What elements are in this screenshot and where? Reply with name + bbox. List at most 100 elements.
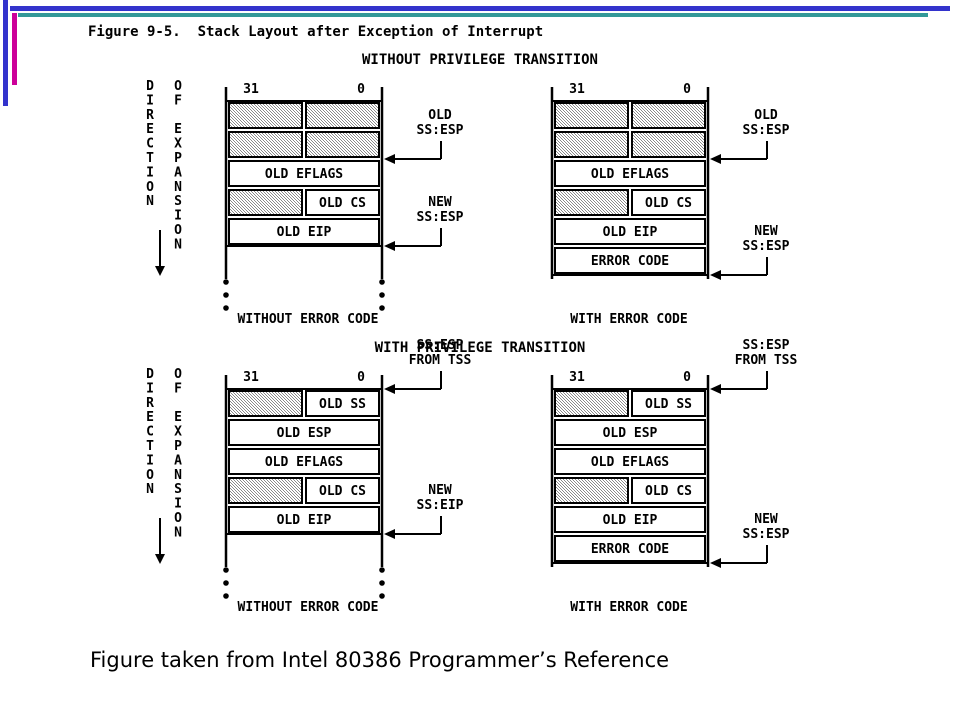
bit-label-31: 31 (569, 370, 585, 385)
pointer-label: SS:ESP (743, 338, 790, 353)
stack-cell-reserved (228, 102, 303, 129)
stack-cell-label: OLD SS (319, 397, 366, 412)
stack-cell-label: OLD EIP (277, 513, 332, 528)
direction-letter: I (174, 209, 182, 224)
direction-letter: C (146, 137, 154, 152)
stack-caption: WITHOUT ERROR CODE (238, 600, 379, 615)
direction-letter: I (174, 497, 182, 512)
stack-cell-reserved (554, 477, 629, 504)
direction-letter: I (146, 381, 154, 396)
direction-letter: E (174, 410, 182, 425)
pointer-arrow-head (384, 154, 395, 164)
direction-letter: E (174, 122, 182, 137)
stack-cell (305, 390, 380, 417)
pointer-arrow-head (710, 558, 721, 568)
pointer-label: SS:ESP (743, 123, 790, 138)
bit-label-31: 31 (243, 82, 259, 97)
continuation-dot (223, 279, 229, 285)
continuation-dot (379, 279, 385, 285)
stack-cell (554, 535, 706, 562)
stack-cell-label: OLD CS (319, 484, 366, 499)
stack-cell-reserved (305, 102, 380, 129)
bit-label-31: 31 (243, 370, 259, 385)
pointer-label: SS:ESP (417, 123, 464, 138)
bit-label-0: 0 (683, 370, 691, 385)
continuation-dot (223, 305, 229, 311)
direction-letter: T (146, 439, 154, 454)
stack-cell (228, 218, 380, 245)
pointer-label: NEW (428, 483, 452, 498)
direction-letter: I (146, 165, 154, 180)
pointer-label: NEW (754, 224, 778, 239)
stack-cell-label: OLD EFLAGS (265, 167, 343, 182)
direction-letter: X (174, 137, 182, 152)
pointer-label: SS:ESP (743, 527, 790, 542)
pointer-arrow-head (710, 384, 721, 394)
direction-letter: N (174, 468, 182, 483)
top-border-blue (10, 6, 950, 11)
direction-letter: E (146, 410, 154, 425)
stack-cell-label: OLD SS (645, 397, 692, 412)
pointer-label: SS:ESP (417, 338, 464, 353)
continuation-dot (379, 593, 385, 599)
continuation-dot (223, 593, 229, 599)
pointer-label: OLD (754, 108, 778, 123)
direction-arrow-head (155, 554, 165, 564)
bit-label-0: 0 (357, 82, 365, 97)
pointer-arrow-head (710, 270, 721, 280)
left-border-blue (3, 0, 8, 106)
direction-letter: N (174, 525, 182, 540)
direction-letter: P (174, 151, 182, 166)
stack-cell (631, 390, 706, 417)
pointer-label: FROM TSS (409, 353, 472, 368)
direction-arrow-head (155, 266, 165, 276)
stack-cell-label: OLD EFLAGS (265, 455, 343, 470)
direction-letter: N (146, 194, 154, 209)
continuation-dot (379, 305, 385, 311)
direction-letter: R (146, 396, 154, 411)
direction-letter: S (174, 482, 182, 497)
bit-label-31: 31 (569, 82, 585, 97)
stack-cell-reserved (631, 102, 706, 129)
figure-caption: Figure taken from Intel 80386 Programmer… (90, 648, 670, 672)
stack-cell-label: ERROR CODE (591, 254, 669, 269)
pointer-label: SS:ESP (417, 210, 464, 225)
stack-cell-reserved (228, 477, 303, 504)
bit-label-0: 0 (357, 370, 365, 385)
direction-letter: F (174, 381, 182, 396)
direction-letter: O (174, 511, 182, 526)
pointer-arrow-head (710, 154, 721, 164)
stack-cell (554, 419, 706, 446)
stack-cell (228, 506, 380, 533)
pointer-label: OLD (428, 108, 452, 123)
stack-cell-reserved (631, 131, 706, 158)
bit-label-0: 0 (683, 82, 691, 97)
pointer-label: FROM TSS (735, 353, 798, 368)
direction-letter: T (146, 151, 154, 166)
direction-letter: N (174, 180, 182, 195)
pointer-arrow-head (384, 241, 395, 251)
stack-cell-reserved (554, 131, 629, 158)
stack-cell-label: OLD ESP (277, 426, 332, 441)
top-border-teal (18, 13, 928, 17)
direction-letter: A (174, 453, 182, 468)
direction-letter: O (174, 223, 182, 238)
direction-letter: R (146, 108, 154, 123)
pointer-label: SS:ESP (743, 239, 790, 254)
direction-letter: E (146, 122, 154, 137)
stack-cell-label: OLD EIP (603, 513, 658, 528)
figure-title: Figure 9-5. Stack Layout after Exception… (88, 24, 543, 40)
direction-letter: N (146, 482, 154, 497)
stack-cell-reserved (554, 390, 629, 417)
stack-cell-label: OLD CS (319, 196, 366, 211)
continuation-dot (223, 292, 229, 298)
